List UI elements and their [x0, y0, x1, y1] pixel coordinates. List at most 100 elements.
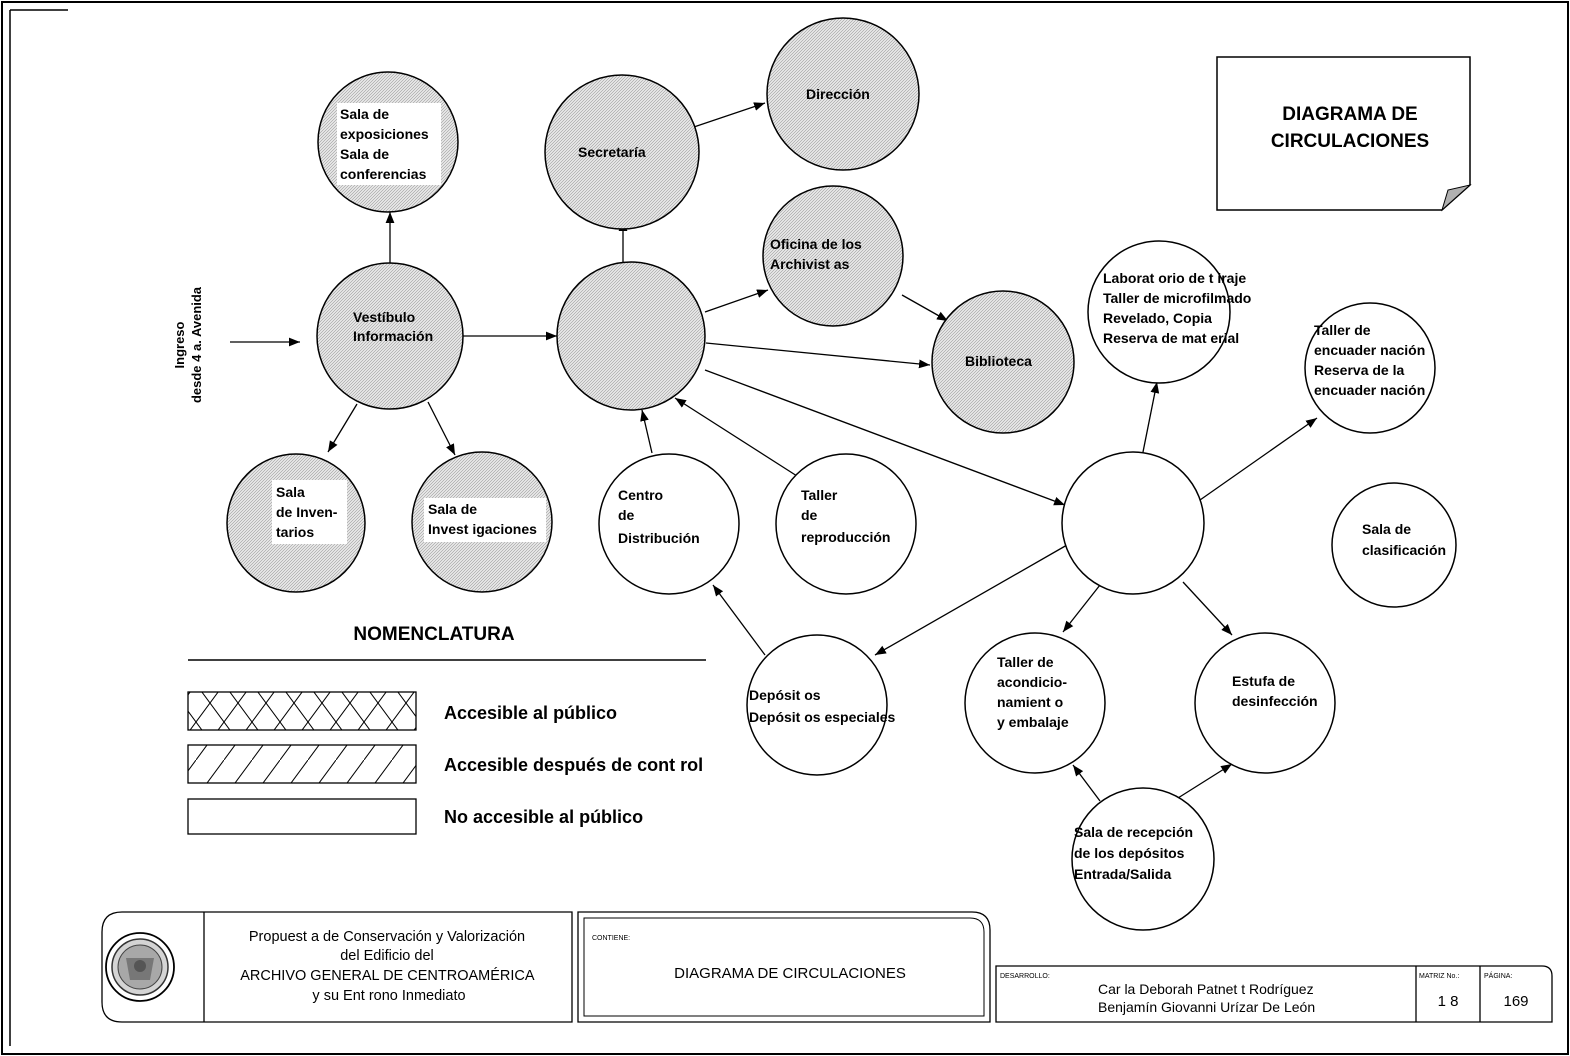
node-label-line: de los depósitos — [1074, 845, 1185, 861]
footer-matrix-value: 1 8 — [1438, 993, 1459, 1010]
node-label-line: Dirección — [806, 86, 870, 102]
footer-matrix-label: MATRIZ No.: — [1419, 973, 1459, 980]
arrow-recepcion-desinfeccion — [1177, 763, 1233, 799]
footer-author: Benjamín Giovanni Urízar De León — [1098, 999, 1315, 1015]
svg-text:Sala de Invest igaciones: Sala de Invest igaciones — [428, 501, 537, 537]
arrow-oficina-biblioteca — [901, 294, 949, 322]
node-vestibulo: Vestíbulo Información — [316, 262, 464, 410]
node-label-line: Reserva de la — [1314, 362, 1404, 378]
node-label-line: desinfección — [1232, 693, 1318, 709]
node-taller-reproduccion: Taller de reproducción — [775, 453, 917, 595]
node-label-line: Secretaría — [578, 144, 646, 160]
node-label-line: encuader nación — [1314, 382, 1425, 398]
svg-text:Sala de recepción de los: Sala de recepción de los depósitos Entra… — [1074, 824, 1197, 882]
node-label-line: de — [618, 507, 635, 523]
svg-text:Laborat orio de t iraje: Laborat orio de t iraje Taller de microf… — [1103, 270, 1255, 346]
node-label-line: y embalaje — [997, 714, 1069, 730]
svg-text:Sala de clasificación: Sala de clasificación — [1362, 521, 1446, 558]
arrow-vestibulo-inventarios — [327, 403, 358, 453]
svg-text:Sala de Inven- tar: Sala de Inven- tarios — [276, 484, 341, 540]
node-investigaciones: Sala de Invest igaciones — [411, 451, 553, 593]
node-label-line: encuader nación — [1314, 342, 1425, 358]
footer-project-line: del Edificio del — [340, 948, 434, 964]
legend-swatch-blank — [187, 798, 417, 835]
node-label-line: Centro — [618, 487, 663, 503]
entry-line-1: Ingreso — [172, 321, 187, 368]
svg-text:Propuest a de Conservación y V: Propuest a de Conservación y Valorizació… — [240, 929, 538, 1004]
svg-text:Estufa de desinfección: Estufa de desinfección — [1232, 673, 1318, 709]
footer-page-label: PÁGINA: — [1484, 971, 1512, 980]
node-oficina-archivistas: Oficina de los Archivist as — [762, 185, 904, 327]
svg-text:Taller de encuader nació: Taller de encuader nación Reserva de la … — [1314, 322, 1429, 398]
node-label-line: de — [801, 507, 818, 523]
arrow-hub2-laboratorio — [1140, 381, 1160, 463]
arrow-taller-hub — [674, 397, 798, 477]
svg-text:Taller de reproduc: Taller de reproducción — [801, 487, 890, 545]
node-label-line: namient o — [997, 694, 1063, 710]
node-label-line: Información — [353, 328, 433, 344]
entry-line-2: desde 4 a. Avenida — [189, 286, 204, 403]
node-label-line: Depósit os — [749, 687, 821, 703]
arrow-hub-biblioteca — [705, 342, 931, 369]
node-label-line: Revelado, Copia — [1103, 310, 1212, 326]
footer-project-line: y su Ent rono Inmediato — [312, 988, 465, 1004]
arrow-centro-hub — [640, 409, 653, 454]
node-label-line: Entrada/Salida — [1074, 866, 1171, 882]
svg-text:Vestíbulo Información: Vestíbulo Información — [353, 309, 433, 344]
node-label-line: Taller de microfilmado — [1103, 290, 1251, 306]
arrow-hub2-desinfeccion — [1182, 581, 1233, 636]
node-label-line: Distribución — [618, 530, 700, 546]
arrow-hub2-depositos — [874, 544, 1068, 656]
arrow-secretaria-direccion — [684, 102, 766, 131]
node-label-line: Reserva de mat erial — [1103, 330, 1239, 346]
footer-page-value: 169 — [1503, 993, 1528, 1010]
footer-dev-label: DESARROLLO: — [1000, 973, 1050, 980]
node-label-line: Invest igaciones — [428, 521, 537, 537]
node-direccion: Dirección — [766, 17, 920, 171]
legend-item-control: Accesible después de cont rol — [187, 744, 703, 784]
legend-label: No accesible al público — [444, 807, 643, 827]
node-label-line: conferencias — [340, 166, 427, 182]
legend-item-private: No accesible al público — [187, 798, 643, 835]
node-label-line: tarios — [276, 524, 314, 540]
node-label-line: Vestíbulo — [353, 309, 415, 325]
legend-swatch-diagonal — [187, 744, 417, 784]
node-label-line: Laborat orio de t iraje — [1103, 270, 1246, 286]
legend-label: Accesible después de cont rol — [444, 755, 703, 775]
node-label-line: Taller de — [997, 654, 1054, 670]
footer-project-line: Propuest a de Conservación y Valorizació… — [249, 929, 525, 945]
svg-text:Depósit os Depósit os es: Depósit os Depósit os especiales — [749, 687, 896, 725]
node-acondicionamiento: Taller de acondicio- namient o y embalaj… — [964, 632, 1106, 774]
node-label-line: reproducción — [801, 529, 890, 545]
footer-contains-value: DIAGRAMA DE CIRCULACIONES — [674, 965, 906, 982]
title-box: DIAGRAMA DE CIRCULACIONES — [1216, 56, 1472, 212]
arrow-hub2-encuadernacion — [1199, 417, 1318, 501]
entry-label: Ingreso desde 4 a. Avenida — [172, 286, 204, 403]
node-label-line: Estufa de — [1232, 673, 1295, 689]
legend-heading: NOMENCLATURA — [353, 624, 514, 645]
legend-label: Accesible al público — [444, 703, 617, 723]
node-label-line: acondicio- — [997, 674, 1067, 690]
legend: NOMENCLATURA Accesible al público Accesi… — [187, 624, 706, 835]
svg-text:Car la Deborah Patnet t Rodríg: Car la Deborah Patnet t Rodríguez Benjam… — [1098, 981, 1317, 1015]
node-hub2 — [1061, 451, 1205, 595]
node-biblioteca: Biblioteca — [931, 290, 1075, 434]
svg-text:Sala de exposiciones: Sala de exposiciones Sala de conferencia… — [340, 106, 433, 182]
flow-arrows — [230, 102, 1318, 802]
node-label-line: Sala de recepción — [1074, 824, 1193, 840]
footer-project-box — [101, 911, 573, 1023]
node-depositos: Depósit os Depósit os especiales — [746, 634, 896, 776]
svg-text:Taller de acondicio-: Taller de acondicio- namient o y embalaj… — [997, 654, 1071, 730]
node-recepcion: Sala de recepción de los depósitos Entra… — [1071, 787, 1215, 931]
footer-author: Car la Deborah Patnet t Rodríguez — [1098, 981, 1314, 997]
legend-item-public: Accesible al público — [187, 691, 617, 731]
title-line-2: CIRCULACIONES — [1271, 131, 1429, 152]
title-line-1: DIAGRAMA DE — [1282, 104, 1417, 125]
node-centro-distribucion: Centro de Distribución — [598, 453, 740, 595]
node-hub — [556, 261, 706, 411]
footer-contains-box — [577, 911, 991, 1023]
svg-text:Centro de Distribu: Centro de Distribución — [618, 487, 700, 546]
node-desinfeccion: Estufa de desinfección — [1194, 632, 1336, 774]
